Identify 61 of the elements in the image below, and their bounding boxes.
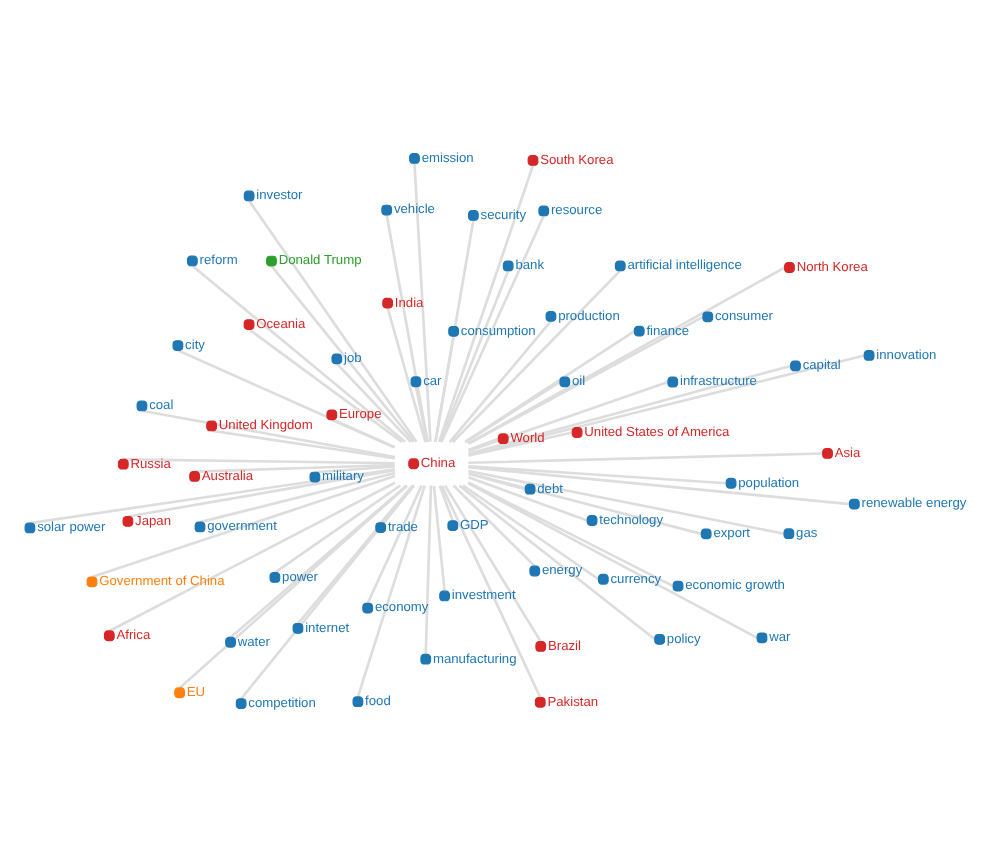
connector xyxy=(178,484,408,689)
connector xyxy=(141,409,396,459)
connector xyxy=(366,485,423,604)
connector xyxy=(91,474,396,579)
connector xyxy=(468,472,702,536)
connector xyxy=(274,484,402,574)
connector xyxy=(127,468,396,518)
connector xyxy=(240,484,416,700)
connector xyxy=(468,431,573,457)
connector xyxy=(296,484,415,625)
connector xyxy=(468,464,727,485)
connector xyxy=(464,330,636,443)
connector xyxy=(467,481,674,588)
connector xyxy=(177,349,396,449)
connector xyxy=(452,484,536,568)
connector xyxy=(440,485,542,699)
connector xyxy=(356,485,426,698)
connector xyxy=(229,484,408,639)
connector xyxy=(331,418,395,449)
connector xyxy=(29,467,396,525)
connector xyxy=(467,266,786,445)
connector xyxy=(468,469,785,535)
connector xyxy=(211,429,395,460)
connector xyxy=(458,484,656,641)
connector xyxy=(468,354,865,456)
connector xyxy=(468,364,792,456)
connector xyxy=(468,315,704,445)
connector xyxy=(335,362,413,443)
connector xyxy=(314,465,395,474)
connector xyxy=(385,214,430,443)
connector xyxy=(448,320,552,443)
connector xyxy=(248,200,418,443)
connector xyxy=(468,472,526,491)
connector xyxy=(248,328,403,443)
connector xyxy=(468,475,588,522)
connector xyxy=(194,463,395,473)
connector xyxy=(467,482,758,639)
connector xyxy=(386,307,427,443)
connector xyxy=(199,471,396,524)
connector xyxy=(468,380,669,453)
connector xyxy=(443,484,542,643)
connector xyxy=(108,481,396,633)
connector xyxy=(468,452,823,465)
connector xyxy=(468,437,499,452)
connector xyxy=(438,485,455,522)
connector xyxy=(432,485,446,592)
connector xyxy=(414,386,429,443)
connector xyxy=(434,220,475,442)
connector xyxy=(379,484,414,524)
connector xyxy=(468,466,850,506)
connector xyxy=(413,163,432,442)
connector xyxy=(424,485,433,655)
connector xyxy=(440,215,545,443)
connector xyxy=(462,484,600,581)
connector xyxy=(439,270,510,443)
connector xyxy=(191,264,406,443)
connector xyxy=(465,380,561,444)
connector xyxy=(123,458,395,465)
connector xyxy=(437,164,535,443)
connector xyxy=(451,269,622,443)
connector xyxy=(270,265,415,443)
